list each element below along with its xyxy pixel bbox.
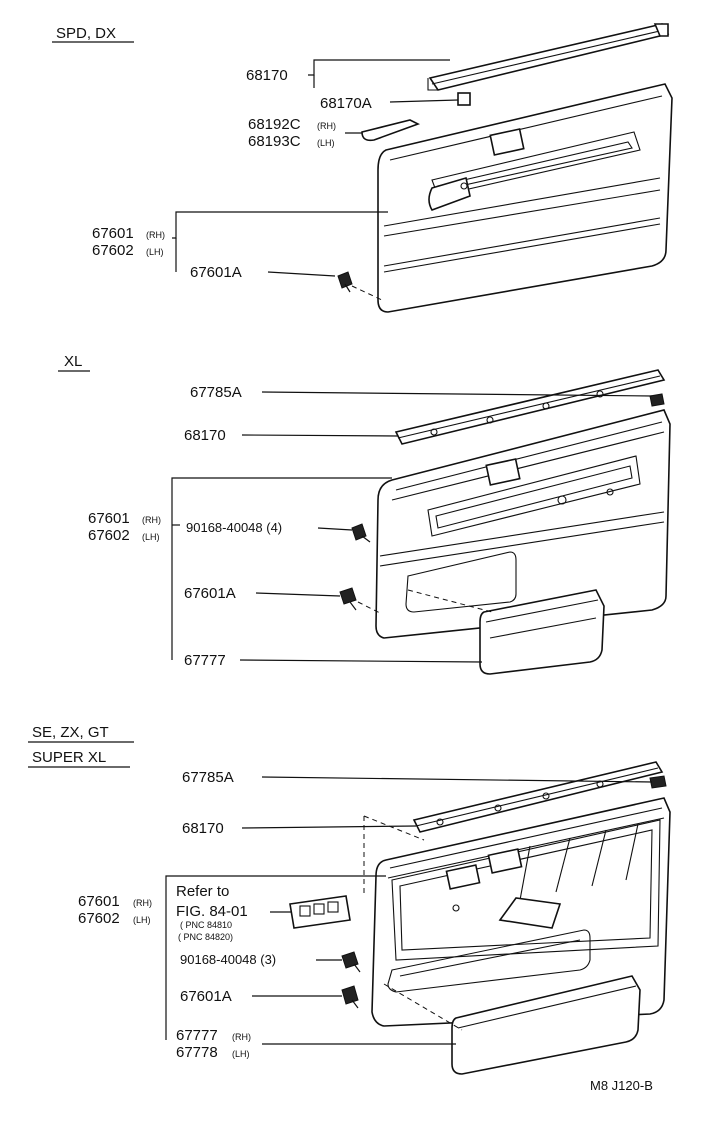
side-label: (RH): [317, 121, 336, 131]
part-label: 67601A: [184, 585, 236, 602]
part-label: 67601: [88, 510, 130, 527]
part-label: 67777: [184, 652, 226, 669]
clip-67601a-2: [339, 587, 383, 615]
side-label: (LH): [142, 532, 160, 542]
guide-line: [363, 815, 425, 841]
door-pocket-67777: [451, 975, 641, 1075]
part-label: 67602: [88, 527, 130, 544]
part-label: 90168-40048 (4): [186, 520, 282, 535]
side-label: (LH): [146, 247, 164, 257]
screw-90168-4: [351, 523, 371, 543]
part-label: 68170A: [320, 95, 372, 112]
part-label: 67777: [176, 1027, 218, 1044]
part-label: 67601A: [190, 264, 242, 281]
section-title-xl: XL: [64, 353, 82, 370]
leader: [239, 659, 483, 663]
side-label: (RH): [133, 898, 152, 908]
clip-67601a-1: [337, 271, 383, 301]
part-label: 67601: [92, 225, 134, 242]
leader: [241, 825, 417, 829]
side-label: (RH): [146, 230, 165, 240]
leader: [317, 527, 353, 531]
side-label: (LH): [232, 1049, 250, 1059]
door-trim-board-2: [375, 409, 671, 639]
part-label: 68170: [184, 427, 226, 444]
leader: [261, 391, 653, 397]
section-title-super-xl: SUPER XL: [32, 749, 106, 766]
door-trim-board-1: [377, 83, 673, 313]
side-label: (LH): [317, 138, 335, 148]
part-label: 67778: [176, 1044, 218, 1061]
leader: [308, 59, 450, 76]
leader: [261, 776, 653, 783]
armrest-68192c: [361, 119, 421, 142]
switch-base-84810: [289, 895, 351, 929]
weatherstrip-67785a: [394, 369, 666, 445]
part-label: 67601: [78, 893, 120, 910]
guide-line: [383, 983, 463, 1031]
part-label: 67602: [78, 910, 120, 927]
door-trim-board-3: [371, 797, 671, 1027]
door-pocket-67777: [407, 589, 605, 675]
reference-pnc: ( PNC 84820): [178, 932, 233, 942]
side-label: (LH): [133, 915, 151, 925]
part-label: 67785A: [190, 384, 242, 401]
leader: [267, 271, 336, 277]
leader: [255, 592, 341, 597]
reference-pnc: ( PNC 84810: [180, 920, 232, 930]
reference-note: Refer to: [176, 883, 229, 900]
leader: [389, 99, 459, 103]
part-label: 67785A: [182, 769, 234, 786]
weatherstrip-67785a-3: [412, 761, 667, 833]
leader: [165, 875, 386, 905]
part-label: 68193C: [248, 133, 301, 150]
side-label: (RH): [142, 515, 161, 525]
diagram-code: M8 J120-B: [590, 1078, 653, 1093]
part-label: 90168-40048 (3): [180, 952, 276, 967]
side-label: (RH): [232, 1032, 251, 1042]
section-title-se-zx-gt: SE, ZX, GT: [32, 724, 109, 741]
part-label: 68170: [182, 820, 224, 837]
clip-68170a: [457, 92, 471, 106]
part-label: 68192C: [248, 116, 301, 133]
part-label: 68170: [246, 67, 288, 84]
weatherstrip-68170: [427, 23, 670, 91]
leader: [171, 477, 392, 525]
part-label: 67602: [92, 242, 134, 259]
screw-90168-3: [341, 951, 361, 973]
section-title-spd-dx: SPD, DX: [56, 25, 116, 42]
clip-67601a-3: [341, 985, 359, 1009]
part-label: 67601A: [180, 988, 232, 1005]
reference-figure: FIG. 84-01: [176, 903, 248, 920]
leader: [241, 434, 399, 437]
leader: [172, 211, 388, 239]
